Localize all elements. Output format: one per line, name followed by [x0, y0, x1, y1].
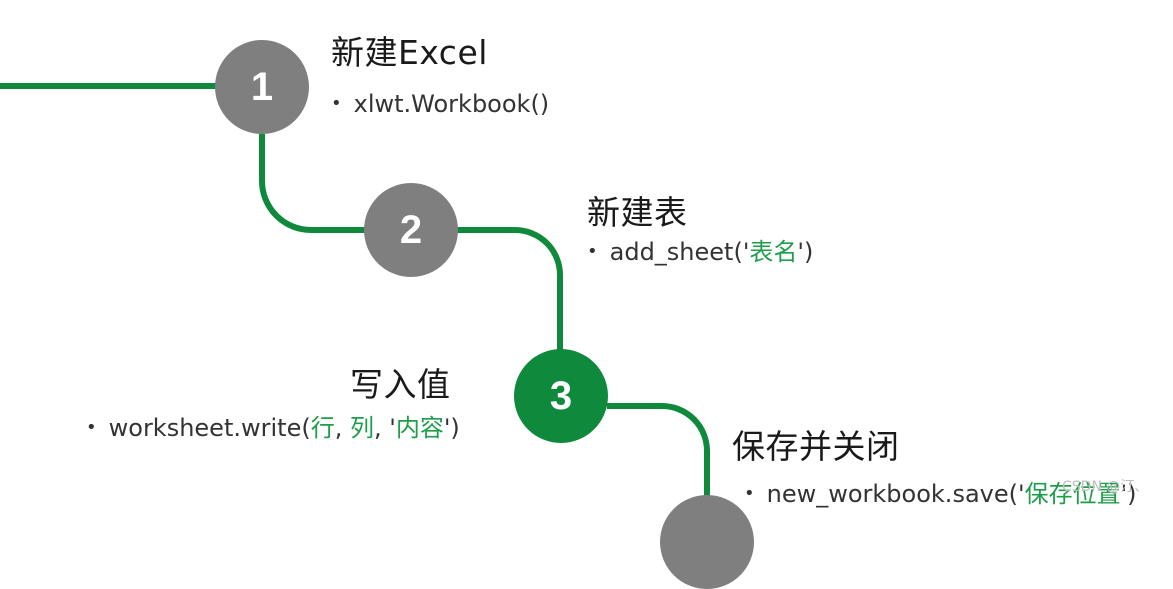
bullet-icon: • [744, 483, 755, 504]
flow-connectors [0, 83, 710, 507]
step-1-circle: 1 [215, 40, 309, 134]
step-4-circle: 4 [660, 495, 754, 589]
step-2-title: 新建表 [587, 193, 688, 232]
step-1-title: 新建Excel [331, 33, 488, 72]
bullet-icon: • [86, 417, 97, 438]
step-3-number: 3 [549, 373, 573, 418]
step-4-code: •new_workbook.save('保存位置') [744, 480, 1137, 508]
step-3-circle: 3 [514, 349, 608, 443]
bullet-icon: • [587, 241, 598, 262]
step-1-code: • xlwt.Workbook() [331, 90, 549, 118]
bullet-icon: • [331, 93, 342, 114]
step-2-circle: 2 [364, 183, 458, 277]
step-1-code-text: xlwt.Workbook() [353, 90, 550, 118]
step-4-title: 保存并关闭 [732, 427, 900, 466]
step-2-code: •add_sheet('表名') [587, 238, 814, 266]
connector-step-2-to-3 [456, 227, 563, 350]
connector-step-1-to-2 [259, 134, 366, 233]
csdn-watermark: CSDN @汀、 [1062, 479, 1149, 495]
step-3-code: •worksheet.write(行, 列, '内容') [86, 414, 460, 442]
connector-step-3-to-4 [607, 403, 710, 507]
step-3-title: 写入值 [350, 365, 451, 404]
step-1-number: 1 [250, 64, 274, 109]
step-2-number: 2 [399, 207, 423, 252]
